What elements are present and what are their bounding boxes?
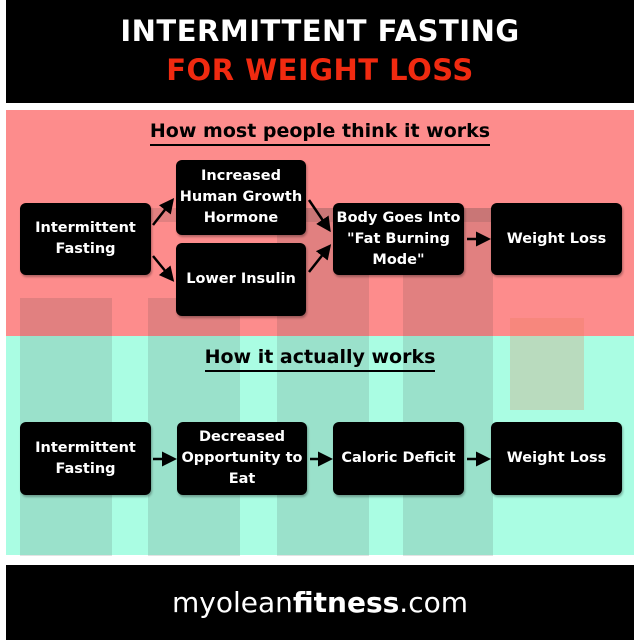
brand-part-1: myolean [172,586,293,619]
brand-part-3: .com [399,586,468,619]
myth-box-intermittent-fasting: Intermittent Fasting [20,203,151,275]
arrow-hgh-to-fat [307,199,331,233]
reality-box-intermittent-fasting: Intermittent Fasting [20,422,151,495]
myth-box-hgh: Increased Human Growth Hormone [176,160,306,235]
reality-box-weight-loss: Weight Loss [491,422,622,495]
myth-box-fat-burning: Body Goes Into "Fat Burning Mode" [333,203,464,275]
title-line-2: FOR WEIGHT LOSS [166,53,474,87]
title-line-1: INTERMITTENT FASTING [120,14,520,48]
arrow-insulin-to-fat [308,244,332,273]
header-banner: INTERMITTENT FASTING FOR WEIGHT LOSS [6,0,634,103]
myth-heading: How most people think it works [0,120,640,146]
brand-part-2: fitness [292,586,400,619]
reality-heading: How it actually works [0,346,640,372]
myth-box-lower-insulin: Lower Insulin [176,243,306,316]
reality-box-deficit: Caloric Deficit [333,422,464,495]
myth-box-weight-loss: Weight Loss [491,203,622,275]
reality-box-opportunity: Decreased Opportunity to Eat [177,422,307,495]
arrow-if-to-insulin [152,255,175,282]
arrow-if-to-hgh [152,198,175,226]
